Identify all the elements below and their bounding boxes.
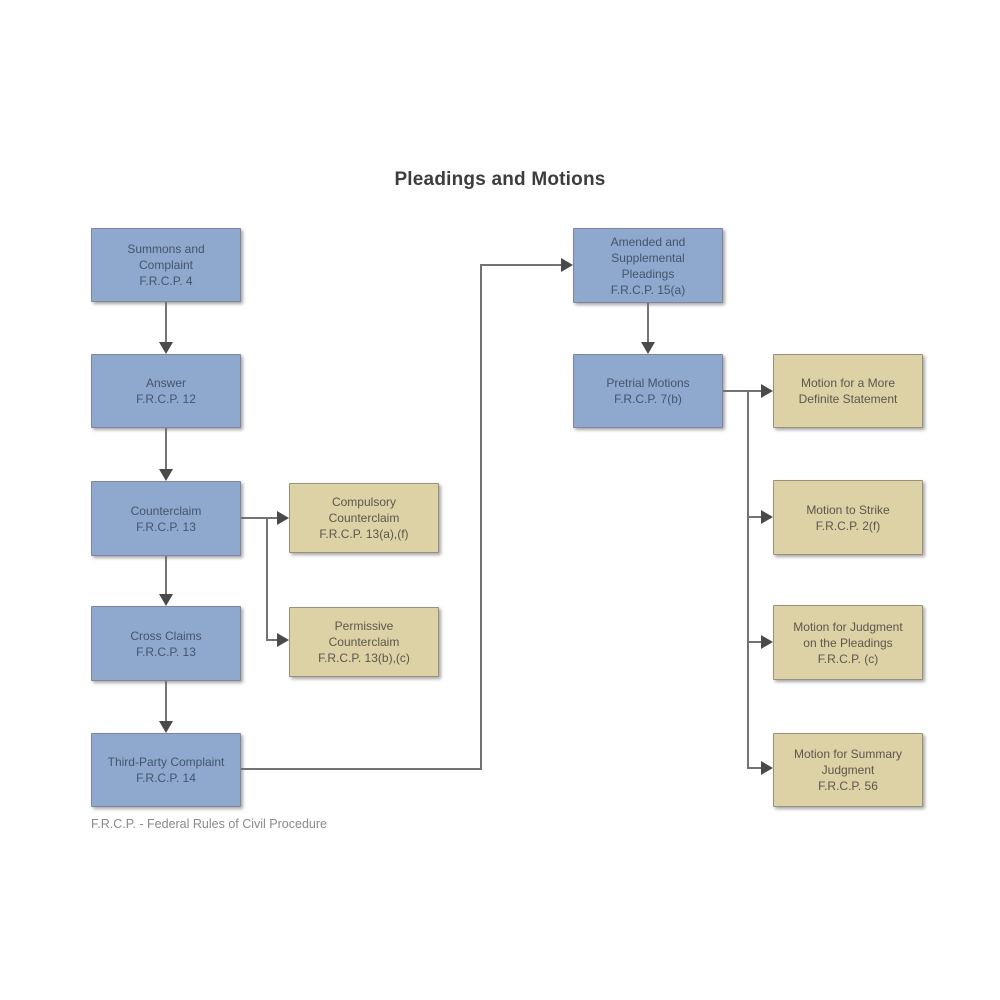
connector-amended-to-pretrial [647, 303, 649, 342]
node-counterclaim: Counterclaim F.R.C.P. 13 [91, 481, 241, 556]
node-answer-label: Answer F.R.C.P. 12 [136, 376, 196, 406]
arrow-down-icon [159, 342, 173, 354]
arrow-down-icon [159, 721, 173, 733]
arrow-right-icon [761, 510, 773, 524]
connector-branch-counterclaim-down [266, 517, 268, 640]
arrow-down-icon [641, 342, 655, 354]
arrow-right-icon [277, 633, 289, 647]
node-amended-supplemental-pleadings-label: Amended and Supplemental Pleadings F.R.C… [610, 234, 686, 297]
node-answer: Answer F.R.C.P. 12 [91, 354, 241, 428]
node-motion-summary-judgment-label: Motion for Summary Judgment F.R.C.P. 56 [793, 747, 903, 793]
arrow-right-icon [761, 635, 773, 649]
node-motion-judgment-pleadings-label: Motion for Judgment on the Pleadings F.R… [793, 619, 903, 666]
node-pretrial-motions-label: Pretrial Motions F.R.C.P. 7(b) [606, 376, 690, 406]
arrow-down-icon [159, 594, 173, 606]
node-motion-judgment-pleadings: Motion for Judgment on the Pleadings F.R… [773, 605, 923, 680]
arrow-down-icon [159, 469, 173, 481]
node-motion-to-strike: Motion to Strike F.R.C.P. 2(f) [773, 480, 923, 555]
node-motion-summary-judgment: Motion for Summary Judgment F.R.C.P. 56 [773, 733, 923, 807]
connector-branch-to-judgment-pleadings [747, 641, 761, 643]
node-counterclaim-label: Counterclaim F.R.C.P. 13 [130, 503, 202, 534]
connector-counterclaim-to-compulsory [241, 517, 277, 519]
node-motion-to-strike-label: Motion to Strike F.R.C.P. 2(f) [806, 502, 890, 533]
diagram-title: Pleadings and Motions [394, 169, 606, 190]
node-motion-definite-statement: Motion for a More Definite Statement [773, 354, 923, 428]
connector-cross-claims-to-third-party [165, 681, 167, 721]
node-amended-supplemental-pleadings: Amended and Supplemental Pleadings F.R.C… [573, 228, 723, 303]
connector-answer-to-counterclaim [165, 428, 167, 469]
connector-branch-to-permissive [266, 639, 277, 641]
node-third-party-complaint-label: Third-Party Complaint F.R.C.P. 14 [107, 755, 225, 785]
arrow-right-icon [761, 761, 773, 775]
arrow-right-icon [561, 258, 573, 272]
node-summons-complaint: Summons and Complaint F.R.C.P. 4 [91, 228, 241, 302]
node-motion-definite-statement-label: Motion for a More Definite Statement [798, 376, 898, 406]
connector-branch-to-strike [747, 516, 761, 518]
connector-counterclaim-to-cross-claims [165, 556, 167, 594]
connector-third-party-vertical-up [480, 264, 482, 770]
node-compulsory-counterclaim: Compulsory Counterclaim F.R.C.P. 13(a),(… [289, 483, 439, 553]
connector-third-party-horizontal [241, 768, 481, 770]
node-pretrial-motions: Pretrial Motions F.R.C.P. 7(b) [573, 354, 723, 428]
arrow-right-icon [277, 511, 289, 525]
node-cross-claims-label: Cross Claims F.R.C.P. 13 [130, 628, 202, 659]
node-compulsory-counterclaim-label: Compulsory Counterclaim F.R.C.P. 13(a),(… [319, 495, 409, 541]
node-third-party-complaint: Third-Party Complaint F.R.C.P. 14 [91, 733, 241, 807]
connector-pretrial-to-definite-statement [723, 390, 761, 392]
node-permissive-counterclaim: Permissive Counterclaim F.R.C.P. 13(b),(… [289, 607, 439, 677]
node-permissive-counterclaim-label: Permissive Counterclaim F.R.C.P. 13(b),(… [318, 619, 410, 665]
connector-pretrial-branch-down [747, 390, 749, 769]
node-summons-complaint-label: Summons and Complaint F.R.C.P. 4 [127, 242, 205, 288]
arrow-right-icon [761, 384, 773, 398]
connector-branch-to-summary-judgment [747, 767, 761, 769]
connector-summons-to-answer [165, 302, 167, 342]
connector-to-amended [480, 264, 561, 266]
footnote: F.R.C.P. - Federal Rules of Civil Proced… [91, 817, 327, 831]
node-cross-claims: Cross Claims F.R.C.P. 13 [91, 606, 241, 681]
